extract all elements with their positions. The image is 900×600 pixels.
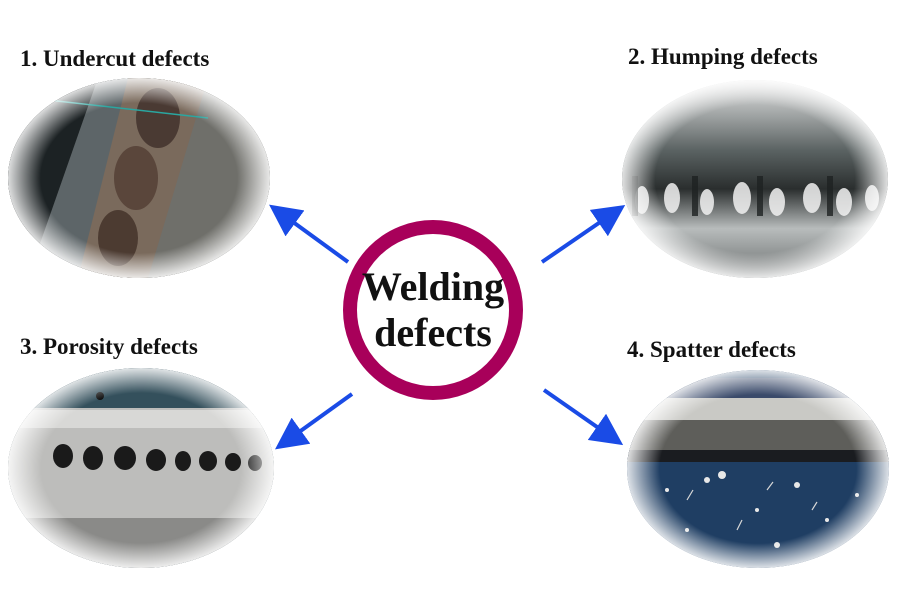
center-title-line1: Welding [361,264,505,309]
label-undercut-defects: 1. Undercut defects [20,46,210,71]
undercut-defect-photo [8,78,270,278]
spatter-defect-photo [627,370,889,568]
arrow-to-porosity [275,392,354,450]
arrow-to-humping [540,204,626,264]
porosity-defect-photo [8,368,274,568]
arrow-to-spatter [542,388,624,446]
arrow-to-undercut [269,204,350,264]
center-title-line2: defects [374,310,492,355]
center-welding-defects-circle: Welding defects [343,220,523,400]
humping-defect-photo [622,80,888,278]
label-porosity-defects: 3. Porosity defects [20,334,198,359]
label-humping-defects: 2. Humping defects [628,44,818,69]
label-spatter-defects: 4. Spatter defects [627,337,796,362]
